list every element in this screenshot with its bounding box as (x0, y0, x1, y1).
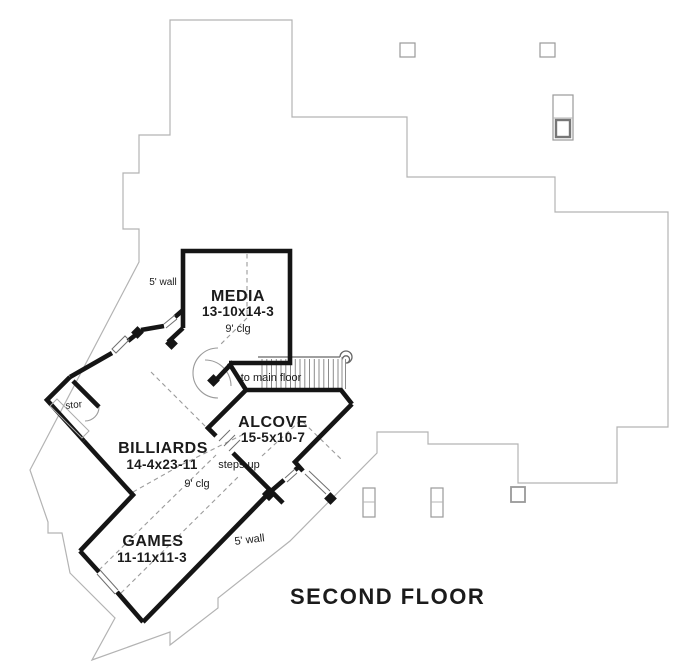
window-alcove-stub (304, 470, 331, 495)
room-dims-billiards: 14-4x23-11 (126, 457, 198, 472)
door-leaf-billiards-nw (111, 335, 130, 354)
room-clg-media: 9' clg (225, 323, 250, 335)
wall-billiards-nw (68, 331, 140, 379)
window-games-sw (96, 569, 119, 595)
roof-post-2 (430, 487, 444, 518)
wall-block-5 (324, 492, 337, 505)
wall-media (180, 248, 293, 366)
roof-post-1 (362, 487, 376, 518)
label-wall-upper: 5' wall (149, 277, 176, 288)
room-label-media: MEDIA (211, 288, 265, 305)
ceiling-line-alcove (261, 419, 342, 460)
wall-block-1 (131, 326, 144, 339)
landing-door-arc-lower (192, 372, 219, 399)
room-dims-games: 11-11x11-3 (117, 550, 187, 565)
wall-games-long (141, 492, 270, 624)
landing-door-arc-upper (192, 347, 219, 374)
roof-vent-right (539, 42, 556, 58)
wall-media-spur (140, 308, 185, 333)
room-label-storage: stor (65, 399, 83, 412)
wall-games-sw (78, 549, 145, 624)
window-alcove-south (284, 468, 298, 483)
ceiling-line-games-2 (120, 476, 239, 594)
room-label-games: GAMES (122, 533, 183, 550)
wall-games-to-alcove (268, 464, 302, 494)
wall-alcove-top (244, 387, 354, 406)
room-label-alcove: ALCOVE (238, 414, 308, 431)
wall-vestibule (214, 360, 248, 392)
roof-vent-left (399, 42, 416, 58)
media-door-arc (204, 359, 232, 387)
page-title: SECOND FLOOR (290, 584, 485, 609)
stair-railing-curl (339, 350, 353, 364)
wall-block-3 (207, 374, 220, 387)
ceiling-line-games-1 (98, 454, 217, 571)
wall-block-2 (165, 337, 178, 350)
stair-treads (261, 359, 339, 389)
storage-door-arc (84, 406, 100, 422)
ceiling-line-media (218, 254, 248, 347)
label-steps-up: steps up (218, 459, 260, 471)
room-dims-media: 13-10x14-3 (202, 304, 274, 319)
wall-alcove-nw (204, 388, 248, 438)
ceiling-line-billiards (132, 433, 245, 493)
room-label-billiards: BILLIARDS (118, 440, 208, 457)
wall-billiards-sw (78, 439, 137, 553)
label-to-main-floor: to main floor (241, 372, 302, 384)
wall-block-4 (261, 486, 277, 502)
staircase (258, 350, 353, 389)
chimney (552, 94, 574, 141)
steps-up-opening (218, 429, 241, 452)
roof-post-3 (510, 486, 526, 503)
label-wall-lower: 5' wall (234, 532, 265, 548)
ceiling-line-landing (150, 371, 214, 435)
room-clg-billiards: 9' clg (184, 478, 209, 490)
wall-alcove-se (291, 402, 354, 473)
room-dims-alcove: 15-5x10-7 (241, 430, 305, 445)
roof-outline (29, 19, 669, 662)
window-media-spur (163, 314, 178, 329)
storage-shelf (49, 398, 90, 439)
